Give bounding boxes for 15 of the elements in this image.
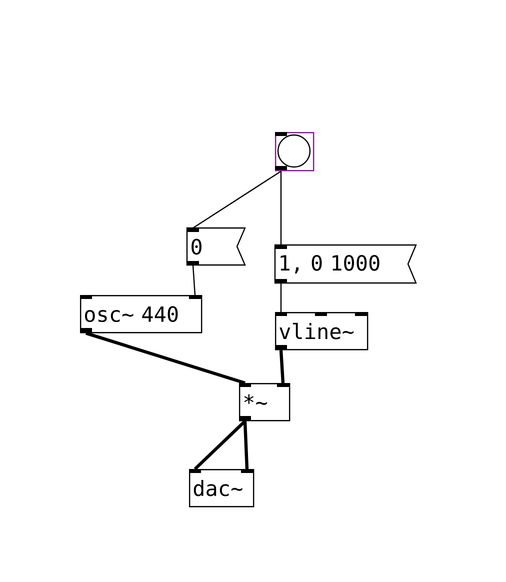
patch-cord	[243, 421, 249, 470]
patch-cord	[280, 283, 282, 312]
patch-cord	[192, 170, 282, 229]
patch-cord	[86, 332, 246, 385]
object-box: dac~	[189, 469, 254, 508]
message-box: 0	[186, 227, 246, 266]
patch-cord	[279, 350, 285, 384]
object-box: *~	[239, 383, 290, 422]
object-box: osc~ 440	[80, 295, 202, 334]
message-box: 1, 0 1000	[274, 244, 417, 284]
patch-cord	[280, 171, 282, 245]
patch-cord	[194, 420, 246, 470]
bang-button	[275, 132, 314, 172]
object-box: vline~	[275, 312, 368, 350]
patch-cord	[192, 265, 196, 296]
